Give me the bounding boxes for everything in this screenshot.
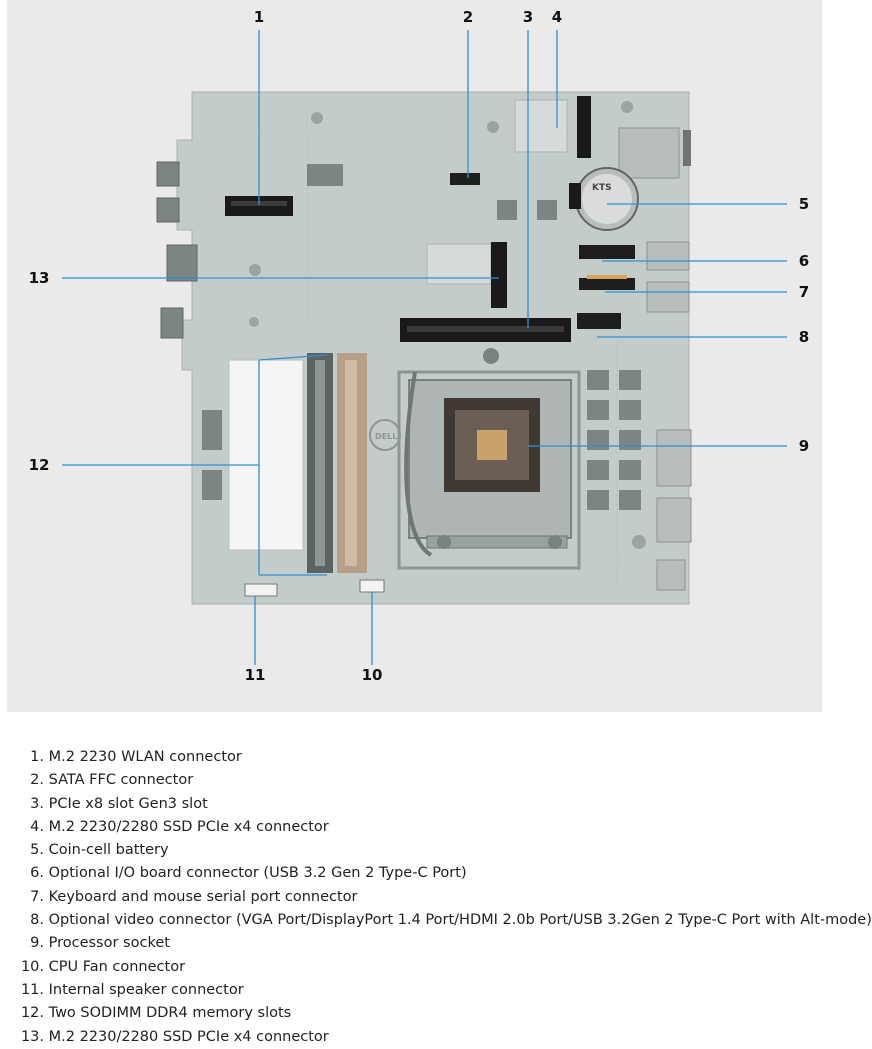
legend-item: 1. M.2 2230 WLAN connector [30,749,242,765]
component-legend: 1. M.2 2230 WLAN connector 2. SATA FFC c… [18,746,872,1049]
callout-13: 13 [29,269,50,287]
callout-3: 3 [523,8,533,26]
legend-item-text: M.2 2230/2280 SSD PCIe x4 connector [48,818,329,835]
legend-item: 2. SATA FFC connector [30,772,194,789]
legend-item-text: Two SODIMM DDR4 memory slots [48,1005,292,1022]
callout-12: 12 [29,456,50,474]
legend-item: 11. Internal speaker connector [20,981,244,998]
leader-lines [62,30,787,665]
motherboard: KTS DELL [156,91,692,605]
legend-item-text: Optional video connector (VGA Port/Displ… [48,912,872,929]
motherboard-figure: KTS DELL [7,0,822,712]
callout-4: 4 [552,8,562,26]
legend-item-text: Optional I/O board connector (USB 3.2 Ge… [48,865,467,882]
dell-logo: DELL [375,432,397,441]
callout-7: 7 [799,283,809,301]
callout-1: 1 [254,8,264,26]
legend-item-text: SATA FFC connector [48,772,194,789]
callout-8: 8 [799,328,809,346]
legend-item: 5. Coin-cell battery [30,842,169,859]
legend-item: 10. CPU Fan connector [20,958,186,975]
legend-item-text: PCIe x8 slot Gen3 slot [48,795,208,812]
legend-item-text: M.2 2230 WLAN connector [48,749,242,765]
callout-6: 6 [799,252,809,270]
legend-item: 6. Optional I/O board connector (USB 3.2… [30,865,467,882]
legend-item: 12. Two SODIMM DDR4 memory slots [20,1005,292,1022]
legend-item-text: M.2 2230/2280 SSD PCIe x4 connector [48,1028,329,1045]
legend-item-text: Processor socket [48,935,170,952]
legend-item: 9. Processor socket [30,935,170,952]
callout-5: 5 [799,195,809,213]
legend-item: 3. PCIe x8 slot Gen3 slot [30,795,208,812]
legend-item-text: Keyboard and mouse serial port connector [48,888,358,905]
legend-item-text: Internal speaker connector [48,981,244,998]
callout-10: 10 [362,666,383,684]
callout-11: 11 [245,666,266,684]
callouts: 1 2 3 4 5 6 7 8 9 10 11 12 13 [29,8,810,684]
callout-2: 2 [463,8,473,26]
legend-item-text: Coin-cell battery [48,842,169,859]
legend-item-text: CPU Fan connector [48,958,186,975]
legend-item: 4. M.2 2230/2280 SSD PCIe x4 connector [30,818,329,835]
battery-label: KTS [592,183,612,193]
legend-item: 7. Keyboard and mouse serial port connec… [30,888,358,905]
legend-item: 13. M.2 2230/2280 SSD PCIe x4 connector [20,1028,329,1045]
callout-9: 9 [799,437,809,455]
legend-item: 8. Optional video connector (VGA Port/Di… [30,912,872,929]
